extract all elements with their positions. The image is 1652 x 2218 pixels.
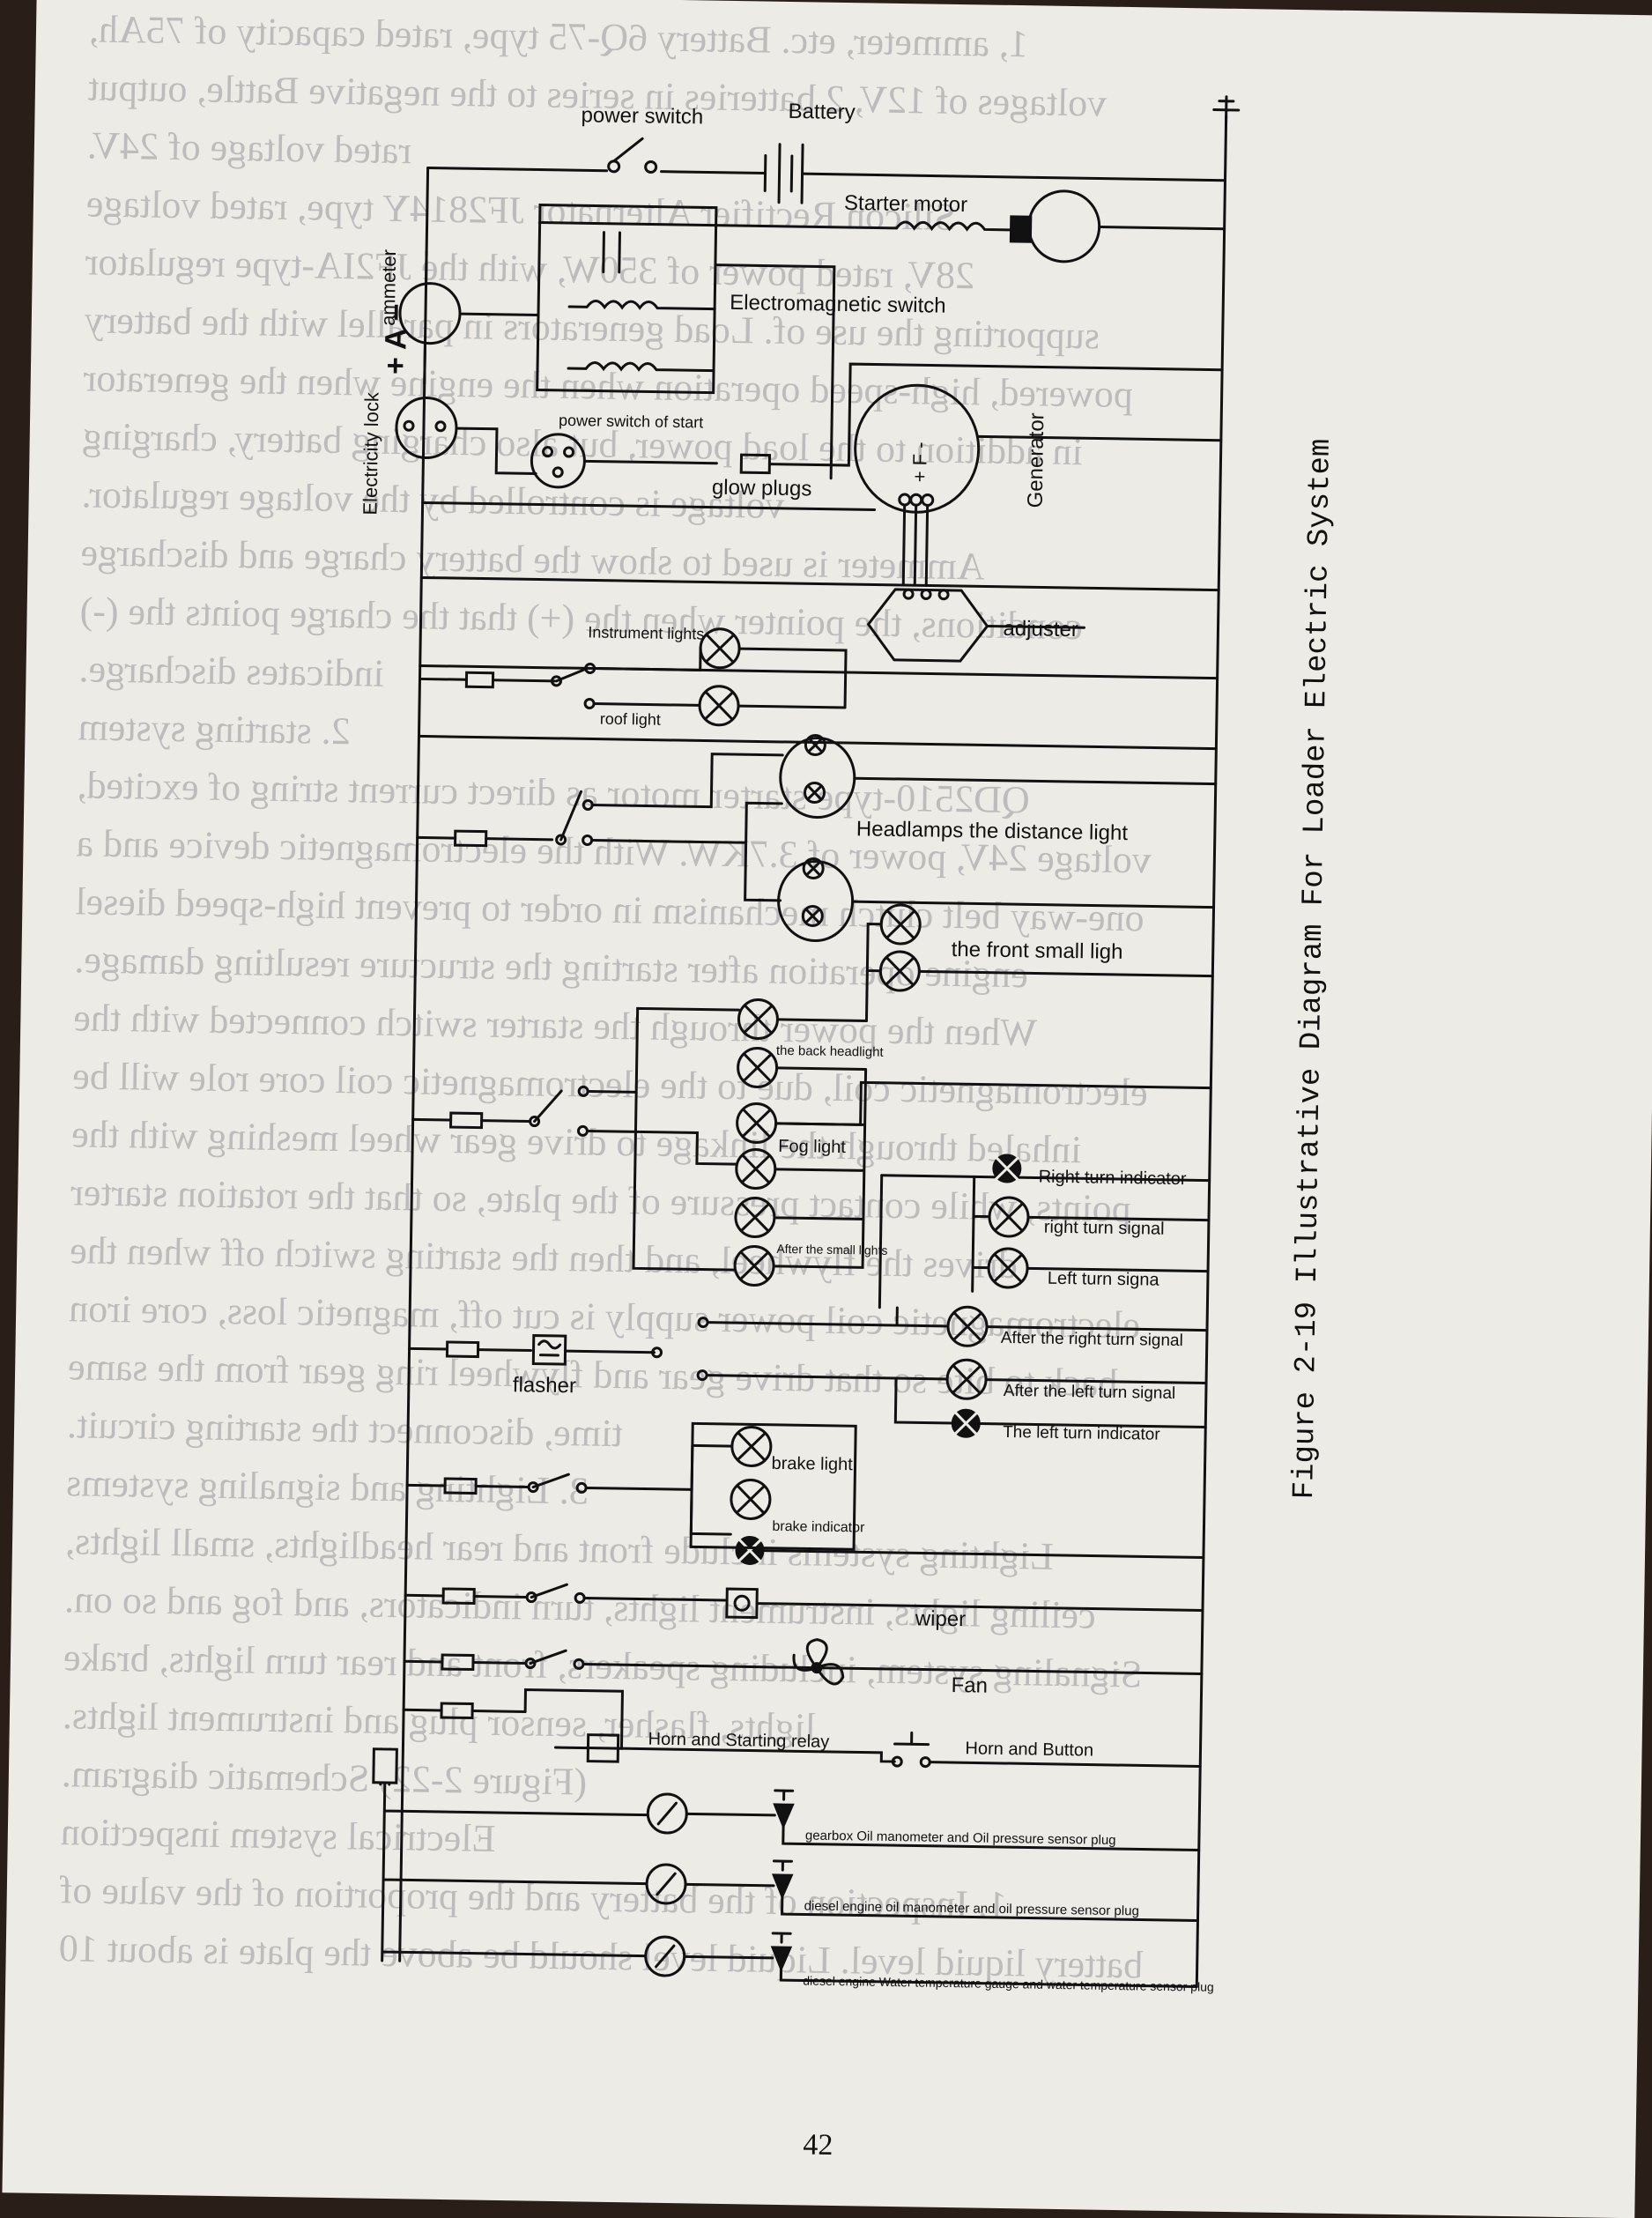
label-adjuster: adjuster (1003, 617, 1078, 642)
power-switch-of-start-symbol (530, 433, 586, 489)
label-after-right-turn: After the right turn signal (1001, 1329, 1183, 1350)
battery-symbol (763, 143, 804, 204)
label-front-small: the front small ligh (952, 938, 1123, 964)
front-small-light-1 (879, 903, 922, 946)
fan-symbol (792, 1638, 845, 1686)
horn-button-symbol (891, 1731, 931, 1769)
label-horn-relay: Horn and Starting relay (648, 1730, 829, 1752)
label-headlamps: Headlamps the distance light (856, 817, 1129, 845)
label-gearbox-sensor: gearbox Oil manometer and Oil pressure s… (805, 1828, 1116, 1848)
wiper-symbol (725, 1587, 759, 1620)
glow-plugs-symbol (739, 453, 772, 475)
sensor-plug-2 (771, 1859, 794, 1900)
label-electricity-lock: Electricity lock (359, 391, 382, 516)
water-temp-gauge (644, 1935, 686, 1977)
label-horn-button: Horn and Button (965, 1739, 1093, 1760)
label-generator: Generator (1024, 412, 1049, 508)
label-diesel-oil-sensor: diesel engine oil manometer and oil pres… (804, 1898, 1139, 1918)
sensor-plug-3 (770, 1932, 793, 1972)
starter-motor-symbol (1027, 189, 1101, 263)
gearbox-gauge (646, 1792, 688, 1835)
main-ground-rail (1195, 115, 1228, 1988)
label-back-headlight: the back headlight (776, 1043, 885, 1060)
starter-coil (895, 220, 1013, 232)
adjuster-symbol (866, 588, 989, 663)
label-power-switch-of-start: power switch of start (559, 412, 703, 432)
electromagnetic-switch-box (536, 203, 718, 395)
flasher-symbol (531, 1334, 567, 1366)
label-wiper: wiper (915, 1606, 967, 1631)
label-after-small: After the small lights (776, 1242, 887, 1257)
ground-symbol (1212, 95, 1241, 125)
label-starter-motor: Starter motor (844, 191, 967, 217)
label-instrument-lights: Instrument lights (588, 623, 704, 642)
brake-box (689, 1421, 857, 1551)
label-generator-terminals: + F - (908, 441, 931, 482)
power-switch-symbol (607, 137, 658, 174)
main-positive-rail (398, 167, 430, 1962)
sensor-plug-1 (773, 1789, 795, 1829)
label-left-turn-signal: Left turn signa (1048, 1269, 1160, 1290)
label-electromagnetic-switch: Electromagnetic switch (730, 291, 946, 318)
headlamp-lower (777, 860, 855, 943)
instrument-lights-lamp (699, 627, 741, 670)
label-left-turn-indicator: The left turn indicator (1003, 1423, 1160, 1444)
label-fan: Fan (951, 1673, 988, 1698)
label-after-left-turn: After the left turn signal (1004, 1382, 1176, 1403)
diesel-oil-gauge (645, 1863, 687, 1905)
label-water-temp-sensor: diesel engine Water temperature gauge an… (803, 1973, 1214, 1993)
front-small-light-2 (878, 950, 921, 992)
label-glow-plugs: glow plugs (712, 476, 812, 501)
label-brake-indicator: brake indicator (772, 1519, 865, 1536)
right-turn-indicator-lamp (995, 1156, 1019, 1181)
label-brake-light: brake light (771, 1454, 853, 1474)
label-battery: Battery (788, 100, 855, 124)
label-right-turn-indicator: Right turn indicator (1039, 1168, 1188, 1190)
label-power-switch: power switch (581, 103, 703, 129)
label-right-turn-signal: right turn signal (1044, 1218, 1165, 1239)
label-plus-minus: + A − (379, 303, 413, 375)
label-ammeter: ammeter (377, 249, 400, 326)
headlamp-upper (779, 737, 856, 820)
top-wire (426, 167, 1226, 182)
electricity-lock-symbol (395, 397, 458, 460)
roof-light-lamp (698, 685, 740, 727)
label-roof-light: roof light (600, 710, 661, 729)
label-fog-light: Fog light (778, 1137, 846, 1157)
label-flasher: flasher (513, 1373, 576, 1398)
page-number: 42 (803, 2128, 833, 2162)
